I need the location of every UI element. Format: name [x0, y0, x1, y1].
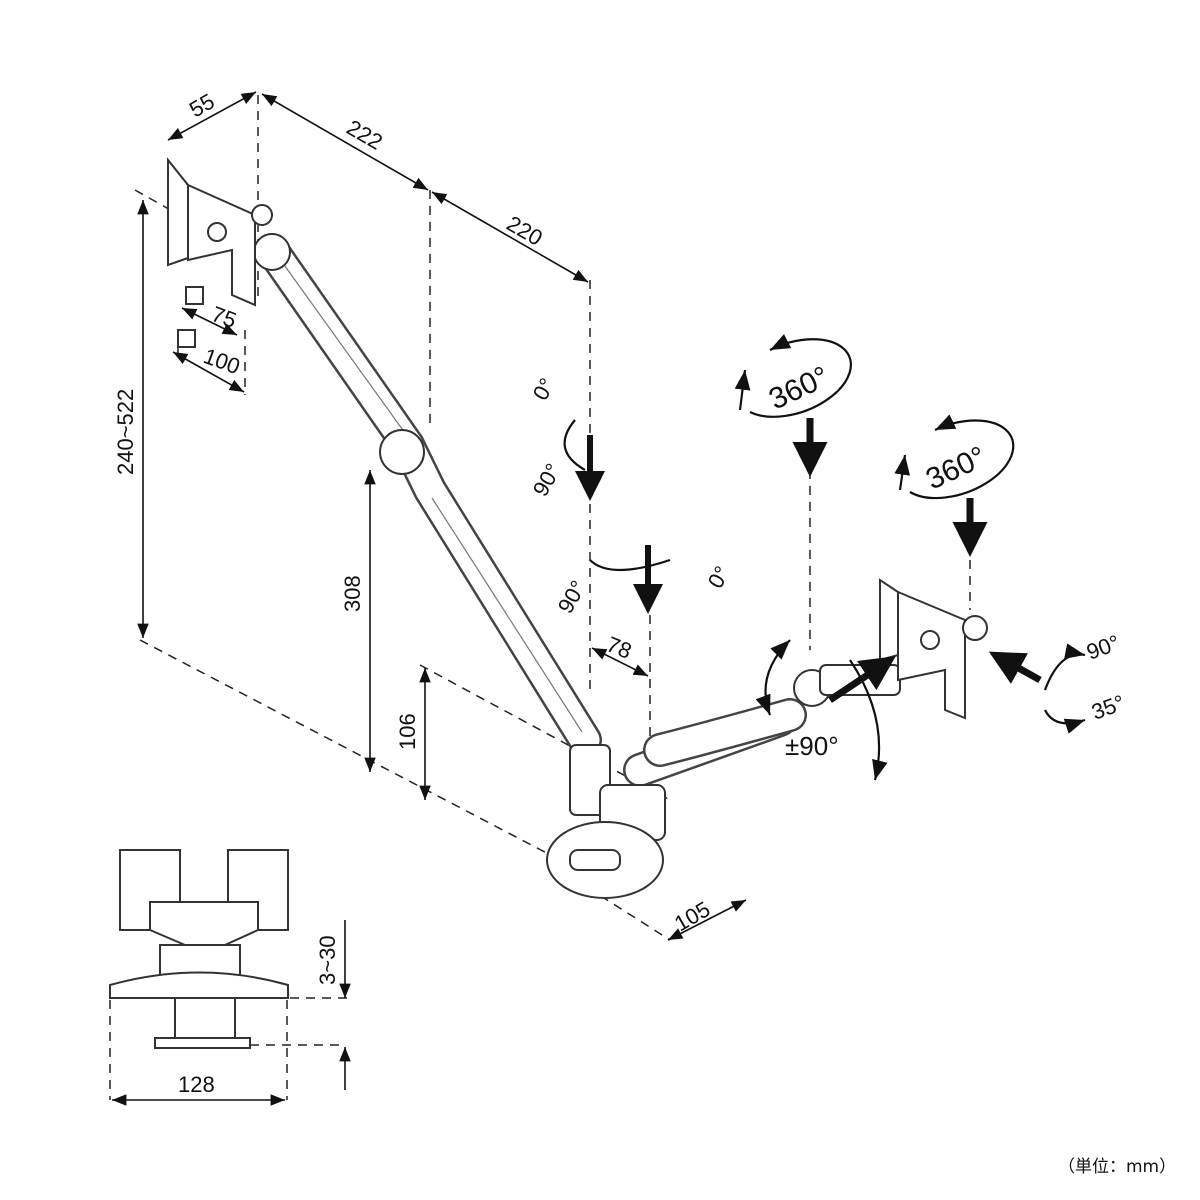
label-clamp-depth: 105: [670, 896, 714, 936]
label-lower-tilt-end: 0°: [703, 562, 735, 593]
label-rotation-2: 360°: [921, 440, 991, 496]
dimension-lines: [112, 91, 747, 1106]
label-swivel: ±90°: [785, 731, 839, 761]
angle-labels: 0° 90° 90° 0° 360° 360° 90° 35° ±90°: [528, 360, 1128, 761]
label-vesa-100: 100: [200, 343, 243, 379]
label-vesa-75: 75: [208, 301, 240, 333]
unit-note: （単位：mm）: [1058, 1157, 1177, 1177]
label-pole-height: 308: [340, 575, 365, 612]
label-offset: 78: [603, 631, 635, 663]
label-head-tilt-up: 90°: [1083, 630, 1123, 665]
label-upper-tilt-start: 0°: [528, 374, 560, 405]
rotation-indicators: [563, 333, 1086, 781]
label-arm-lower-reach: 220: [503, 211, 547, 251]
label-height-range: 240~522: [113, 389, 138, 475]
label-plate-depth: 55: [185, 88, 219, 122]
label-rotation-1: 360°: [764, 360, 834, 416]
label-upper-tilt-end: 90°: [528, 459, 566, 500]
label-arm-upper-reach: 222: [343, 115, 387, 155]
monitor-arm-illustration: [109, 157, 988, 1049]
label-lower-tilt-start: 90°: [553, 576, 591, 617]
label-base-height: 106: [395, 713, 420, 750]
label-clamp-width: 128: [178, 1072, 215, 1097]
label-desk-thickness: 3~30: [315, 935, 340, 985]
label-head-tilt-down: 35°: [1088, 690, 1128, 725]
